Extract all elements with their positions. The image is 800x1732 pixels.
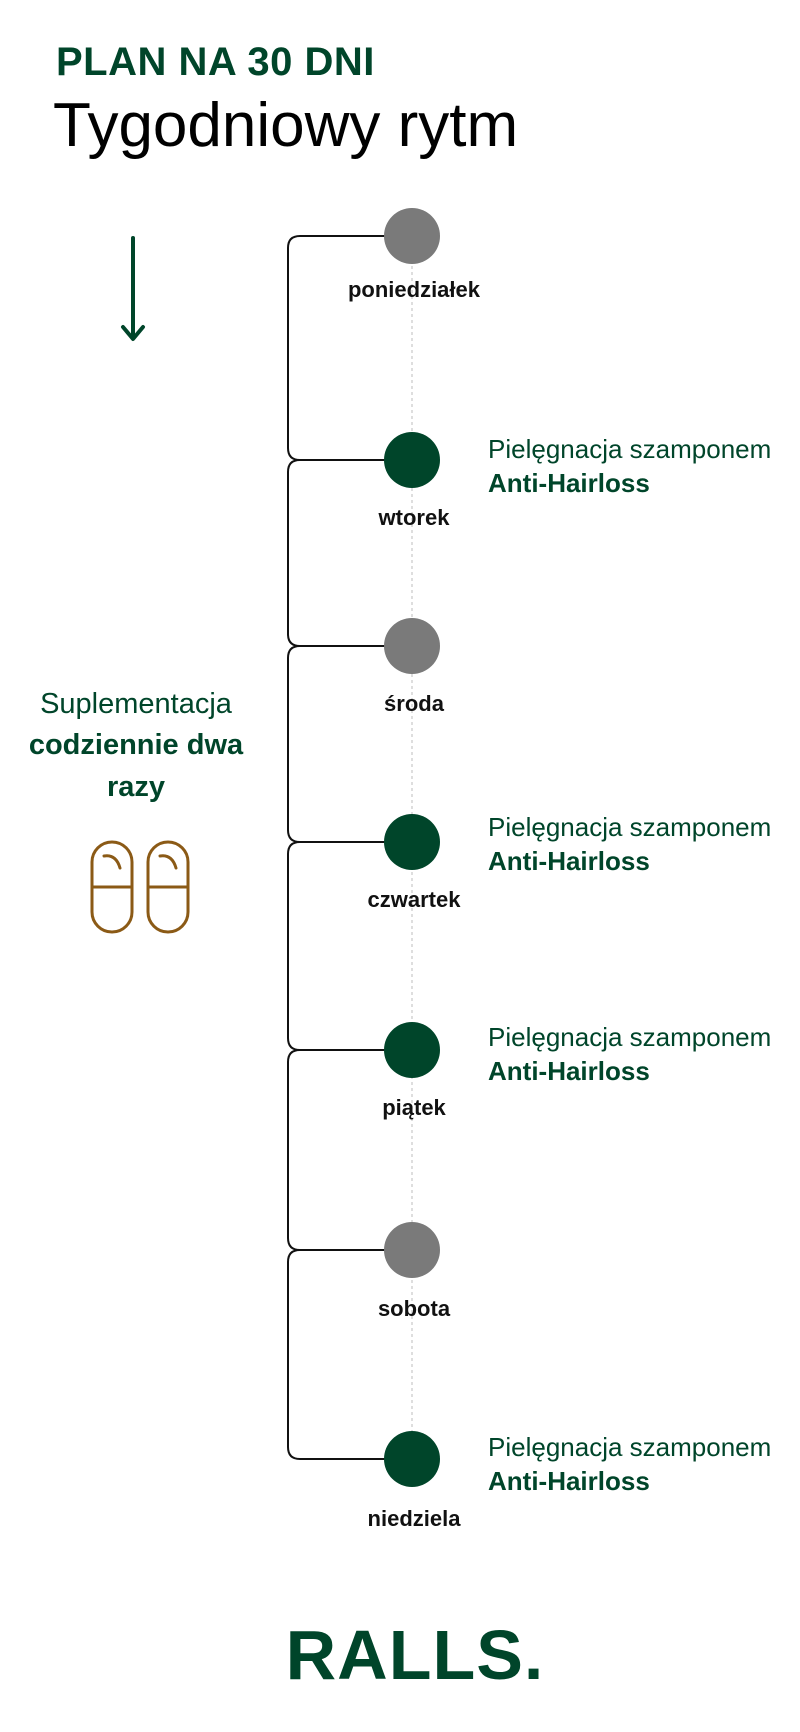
bracket-mon-tue: [287, 235, 386, 461]
care-note-line2: Anti-Hairloss: [488, 1056, 650, 1086]
care-note-line2: Anti-Hairloss: [488, 846, 650, 876]
bracket-sat-sun: [287, 1249, 386, 1460]
arrow-down-icon: [121, 236, 145, 341]
care-note-tuesday: Pielęgnacja szamponem Anti-Hairloss: [488, 432, 771, 500]
day-circle-thursday: [384, 814, 440, 870]
day-label-thursday: czwartek: [367, 887, 461, 912]
day-circle-friday: [384, 1022, 440, 1078]
day-circle-wednesday: [384, 618, 440, 674]
supplement-line2b: razy: [106, 771, 166, 803]
care-note-line1: Pielęgnacja szamponem: [488, 1022, 772, 1052]
day-label-wednesday: środa: [384, 691, 444, 716]
day-circle-monday: [384, 208, 440, 264]
day-label-sunday: niedziela: [367, 1506, 461, 1531]
day-circle-saturday: [384, 1222, 440, 1278]
day-label-friday: piątek: [382, 1095, 446, 1120]
care-note-line1: Pielęgnacja szamponem: [488, 812, 772, 842]
day-circle-sunday: [384, 1431, 440, 1487]
supplement-line1: Suplementacja: [40, 688, 232, 720]
day-label-saturday: sobota: [377, 1296, 451, 1321]
plan-eyebrow: PLAN NA 30 DNI: [56, 40, 375, 84]
capsules-icon: [90, 840, 190, 934]
care-note-line1: Pielęgnacja szamponem: [488, 434, 772, 464]
supplement-note: Suplementacja codziennie dwa razy: [16, 684, 256, 808]
bracket-wed-thu: [287, 645, 386, 843]
page-title: Tygodniowy rytm: [53, 91, 519, 160]
bracket-tue-wed: [287, 459, 386, 647]
care-note-friday: Pielęgnacja szamponem Anti-Hairloss: [488, 1020, 771, 1088]
care-note-sunday: Pielęgnacja szamponem Anti-Hairloss: [488, 1430, 771, 1498]
care-note-line1: Pielęgnacja szamponem: [488, 1432, 772, 1462]
bracket-thu-fri: [287, 841, 386, 1051]
supplement-line2a: codziennie dwa: [28, 729, 244, 761]
care-note-line2: Anti-Hairloss: [488, 1466, 650, 1496]
day-label-tuesday: wtorek: [378, 505, 450, 530]
day-circle-tuesday: [384, 432, 440, 488]
brand-logo: RALLS.: [285, 1616, 545, 1694]
care-note-thursday: Pielęgnacja szamponem Anti-Hairloss: [488, 810, 771, 878]
care-note-line2: Anti-Hairloss: [488, 468, 650, 498]
bracket-fri-sat: [287, 1049, 386, 1251]
day-label-monday: poniedziałek: [347, 277, 481, 302]
